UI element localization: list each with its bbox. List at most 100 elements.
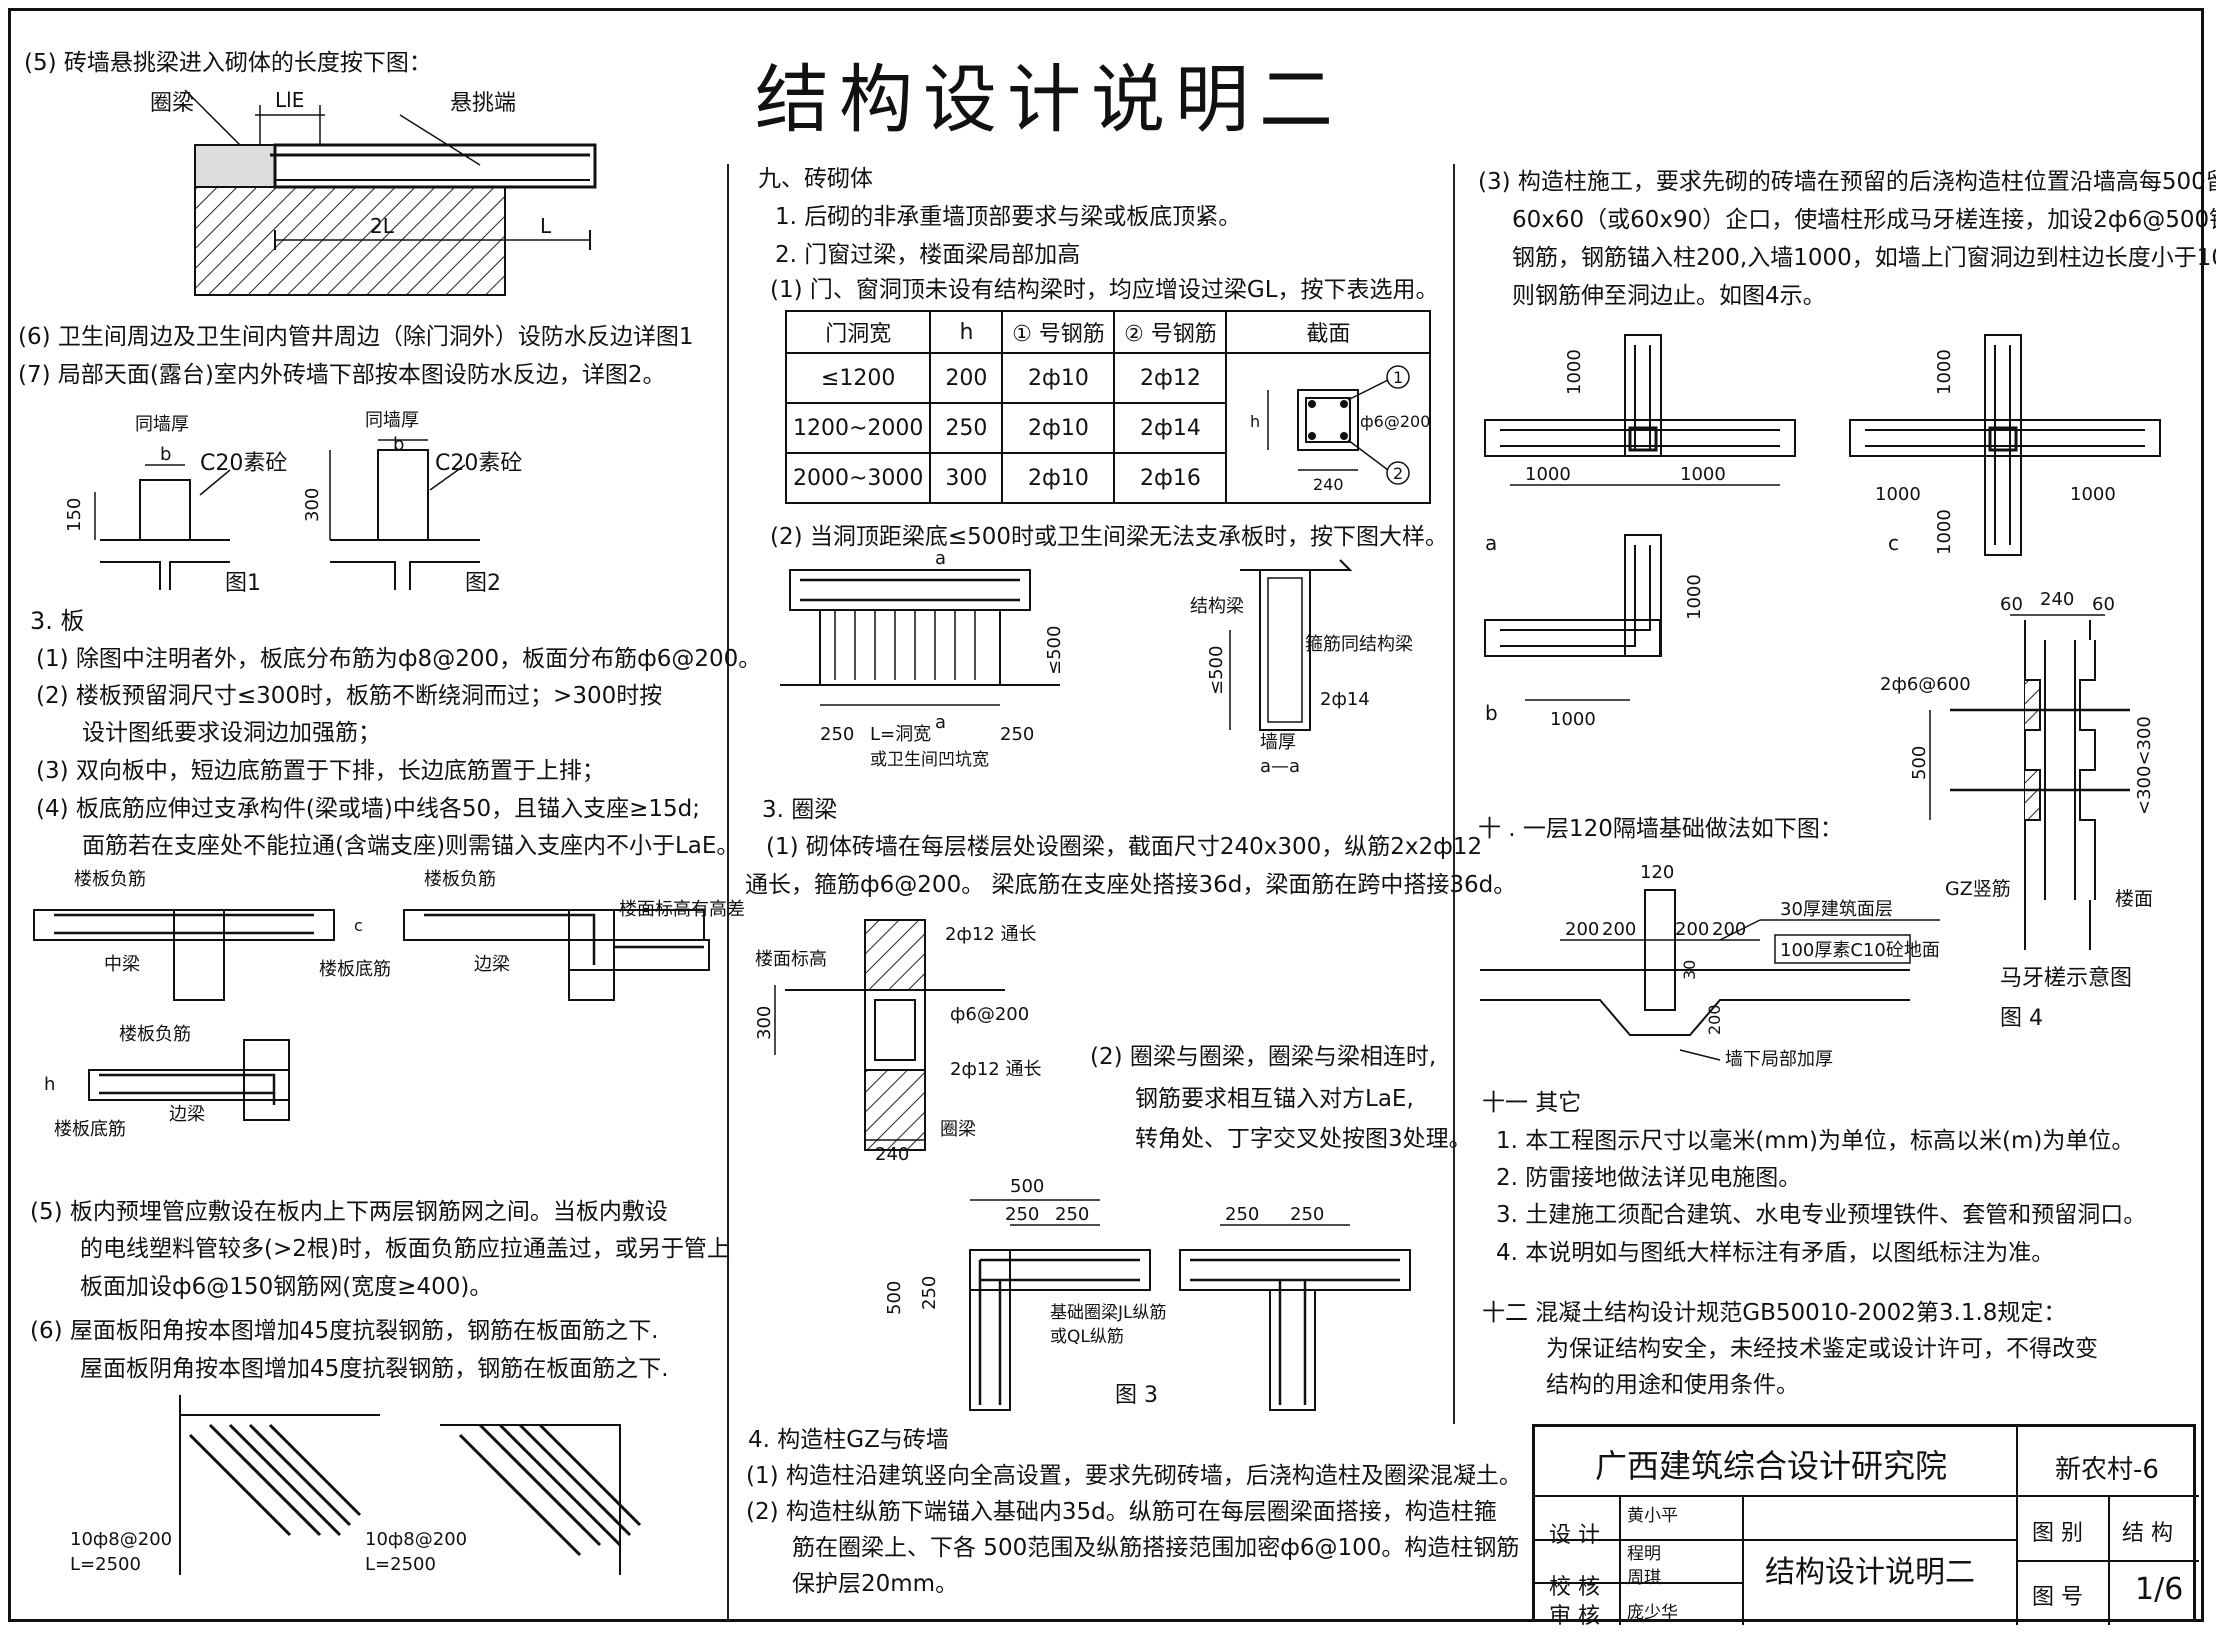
ring-w240-label: 240 (875, 1144, 909, 1165)
masonry-line-2: 2. 门窗过梁，楼面梁局部加高 (775, 242, 1081, 268)
slab-line-4: (3) 双向板中，短边底筋置于下排，长边底筋置于上排； (36, 758, 605, 784)
label-level: 楼面标高有高差 (619, 899, 745, 920)
cell-r3-bar2: 2ф16 (1113, 452, 1228, 504)
slab-line-1: (1) 除图中注明者外，板底分布筋为ф8@200，板面分布筋ф6@200。 (36, 646, 762, 672)
ring-label: 圈梁 (940, 1119, 976, 1140)
a-label: a (1485, 531, 1497, 555)
fig3-caption: 图 3 (1115, 1383, 1158, 1408)
section-cell: 1 2 ф6@200 h 240 (1225, 352, 1432, 504)
deep-lspan: L=洞宽 (870, 724, 931, 745)
fig3-n2: 或QL纵筋 (1050, 1327, 1124, 1347)
tb-num-label: 图 号 (2032, 1585, 2083, 1610)
col2-m3: 3. 圈梁 (762, 797, 838, 823)
fig1-caption: 图1 (225, 571, 261, 596)
gz-p3-1: (3) 构造柱施工，要求先砌的砖墙在预留的后浇构造柱位置沿墙高每500留 (1478, 169, 2216, 195)
tooth-240: 240 (2040, 589, 2074, 610)
tb-design-label: 设 计 (1549, 1523, 1600, 1548)
outer-len: L=2500 (70, 1554, 141, 1575)
deep-a-bot: a (935, 712, 946, 733)
cantilever-label: 悬挑端 (450, 91, 516, 116)
ring-join-3: 转角处、丁字交叉处按图3处理。 (1135, 1126, 1472, 1152)
ring-line-2: 通长，箍筋ф6@200。 梁底筋在支座处搭接36d，梁面筋在跨中搭接36d。 (745, 872, 1517, 898)
ring-line-1: (1) 砌体砖墙在每层楼层处设圈梁，截面尺寸240x300，纵筋2x2ф12 (766, 834, 1483, 860)
label-edge2: 边梁 (169, 1104, 205, 1125)
tooth-gz: GZ竖筋 (1945, 878, 2011, 900)
lintel-section-sketch: 1 2 ф6@200 h 240 (1250, 365, 1431, 494)
b-1000-h: 1000 (1550, 709, 1596, 730)
deep-le500b: ≤500 (1206, 646, 1227, 695)
cell-r2-h: 250 (929, 402, 1004, 454)
cell-r3-h: 300 (929, 452, 1004, 504)
sect-stirrup: ф6@200 (1360, 412, 1430, 431)
fig1-c20: C20素砼 (200, 451, 287, 476)
sect-c1: 1 (1393, 368, 1403, 387)
title-block: 广西建筑综合设计研究院 新农村-6 设 计 黄小平 程明 校 核 周琪 审 核 … (1532, 1424, 2199, 1629)
tooth-60a: 60 (2000, 594, 2023, 615)
other-4: 4. 本说明如与图纸大样标注有矛盾，以图纸标注为准。 (1496, 1240, 2055, 1266)
sect-w: 240 (1313, 475, 1344, 494)
f10-layer1: 30厚建筑面层 (1780, 899, 1893, 920)
col1-sec3: 3. 板 (30, 607, 85, 635)
fig1-same-wall: 同墙厚 (135, 414, 189, 435)
a-1000-l: 1000 (1525, 464, 1571, 485)
b-label: b (1485, 701, 1498, 725)
col3-sec10: 十 . 一层120隔墙基础做法如下图： (1478, 816, 1843, 842)
fig1-h150: 150 (64, 498, 85, 532)
masonry-line-2-2: (2) 当洞顶距梁底≤500时或卫生间梁无法支承板时，按下图大样。 (770, 524, 1449, 550)
f10-d3: 200 (1675, 919, 1709, 940)
col2-m4: 4. 构造柱GZ与砖墙 (748, 1427, 949, 1453)
masonry-line-2-1: (1) 门、窗洞顶未设有结构梁时，均应增设过梁GL，按下表选用。 (770, 277, 1439, 303)
gz-p3-4: 则钢筋伸至洞边止。如图4示。 (1512, 283, 1826, 309)
sect-c2: 2 (1393, 464, 1403, 483)
deep-250a: 250 (820, 724, 854, 745)
fig3-junction: 500 250 250 250 250 500 250 基础圈梁JL纵筋 或QL… (884, 1176, 1411, 1411)
cantilever-figure: 圈梁 LlE 悬挑端 2L L (150, 88, 597, 296)
c-1000-v1: 1000 (1934, 349, 1955, 395)
tb-check-label: 校 核 (1549, 1575, 1600, 1600)
fig3-n1: 基础圈梁JL纵筋 (1050, 1303, 1167, 1323)
slab-line-2: (2) 楼板预留洞尺寸≤300时，板筋不断绕洞而过；>300时按 (36, 683, 663, 709)
tooth-caption1: 马牙槎示意图 (2000, 966, 2132, 991)
lie-label: LlE (275, 88, 304, 112)
tooth-caption2: 图 4 (2000, 1006, 2043, 1031)
masonry-line-1: 1. 后砌的非承重墙顶部要求与梁或板底顶紧。 (775, 204, 1242, 230)
deep-wall: 墙厚 (1260, 732, 1296, 753)
label-neg1: 楼板负筋 (74, 869, 146, 890)
deepened-beam-figure: a a ≤500 250 L=洞宽 250 或卫生间凹坑宽 结构梁 箍筋同结构梁… (780, 548, 1413, 777)
th-section: 截面 (1225, 310, 1432, 354)
f10-d4: 200 (1712, 919, 1746, 940)
col2-sec9: 九、砖砌体 (758, 166, 873, 192)
fig1-b: b (160, 444, 171, 465)
cell-r2-bar1: 2ф10 (1001, 402, 1116, 454)
tooth-floor: 楼面 (2115, 888, 2153, 910)
c-1000-v2: 1000 (1934, 509, 1955, 555)
fig3-d250b: 250 (1055, 1204, 1089, 1225)
partition-foundation-figure: 120 200 200 200 200 30厚建筑面层 100厚素C10砼地面 … (1480, 862, 1940, 1070)
ring-beam-label: 圈梁 (150, 91, 194, 116)
b-1000-v: 1000 (1684, 574, 1705, 620)
f10-d1: 200 (1565, 919, 1599, 940)
c-1000-l: 1000 (1875, 484, 1921, 505)
cell-r1-bar2: 2ф12 (1113, 352, 1228, 404)
corner-crack-bars-figure: 10ф8@200 L=2500 10ф8@200 L=2500 (70, 1395, 642, 1575)
label-mid: 中梁 (104, 954, 140, 975)
deep-le500: ≤500 (1044, 626, 1065, 675)
label-bottom2: 楼板底筋 (54, 1119, 126, 1140)
tb-project: 新农村-6 (2055, 1455, 2159, 1485)
label-neg3: 楼板负筋 (119, 1024, 191, 1045)
fig3-d500: 500 (1010, 1176, 1044, 1197)
f10-120: 120 (1640, 862, 1674, 883)
embed-line-1: (5) 板内预埋管应敷设在板内上下两层钢筋网之间。当板内敷设 (30, 1199, 668, 1225)
f10-layer2: 100厚素C10砼地面 (1780, 940, 1940, 961)
tb-cat-value: 结 构 (2122, 1521, 2173, 1546)
cell-r1-bar1: 2ф10 (1001, 352, 1116, 404)
col1-s5: (5) 砖墙悬挑梁进入砌体的长度按下图： (24, 50, 432, 76)
fig3-d250c: 250 (1225, 1204, 1259, 1225)
corner-line-1: (6) 屋面板阳角按本图增加45度抗裂钢筋，钢筋在板面筋之下. (30, 1318, 659, 1344)
cell-r1-opening: ≤1200 (784, 352, 932, 404)
ring-stir-label: ф6@200 (950, 1004, 1029, 1025)
page-title: 结构设计说明二 (755, 57, 1343, 143)
fig2-h300: 300 (302, 488, 323, 522)
tb-num-value: 1/6 (2135, 1572, 2184, 1607)
column-divider-left (727, 164, 729, 1620)
